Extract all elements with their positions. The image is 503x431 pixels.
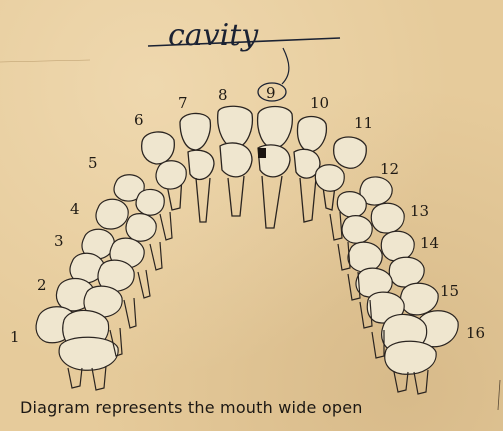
cavity-pointer <box>282 48 289 84</box>
cavity-mark <box>258 148 266 158</box>
tooth-number-13: 13 <box>410 202 429 220</box>
tooth-number-8: 8 <box>218 86 228 104</box>
tooth-number-15: 15 <box>440 282 459 300</box>
tooth-number-7: 7 <box>178 94 188 112</box>
right-arch-teeth <box>315 165 458 394</box>
tooth-number-16: 16 <box>466 324 485 342</box>
handwritten-title: cavity <box>168 18 259 53</box>
left-arch-teeth <box>36 161 186 390</box>
tooth-number-14: 14 <box>420 234 439 252</box>
tooth-8 <box>218 106 253 148</box>
tooth-7 <box>180 113 210 150</box>
tooth-number-10: 10 <box>310 94 329 112</box>
tooth-number-12: 12 <box>380 160 399 178</box>
paper-line <box>0 60 90 62</box>
tooth-number-5: 5 <box>88 154 98 172</box>
diagram-caption: Diagram represents the mouth wide open <box>20 398 490 417</box>
tooth-6 <box>142 132 175 164</box>
tooth-11 <box>334 137 367 168</box>
paper-mark <box>498 380 500 410</box>
tooth-number-1: 1 <box>10 328 20 346</box>
tooth-10 <box>298 117 327 153</box>
tooth-number-3: 3 <box>54 232 64 250</box>
tooth-number-11: 11 <box>354 114 373 132</box>
tooth-9 <box>258 107 293 149</box>
tooth-number-9: 9 <box>266 84 276 102</box>
tooth-number-4: 4 <box>70 200 80 218</box>
tooth-number-2: 2 <box>37 276 47 294</box>
tooth-number-6: 6 <box>134 111 144 129</box>
